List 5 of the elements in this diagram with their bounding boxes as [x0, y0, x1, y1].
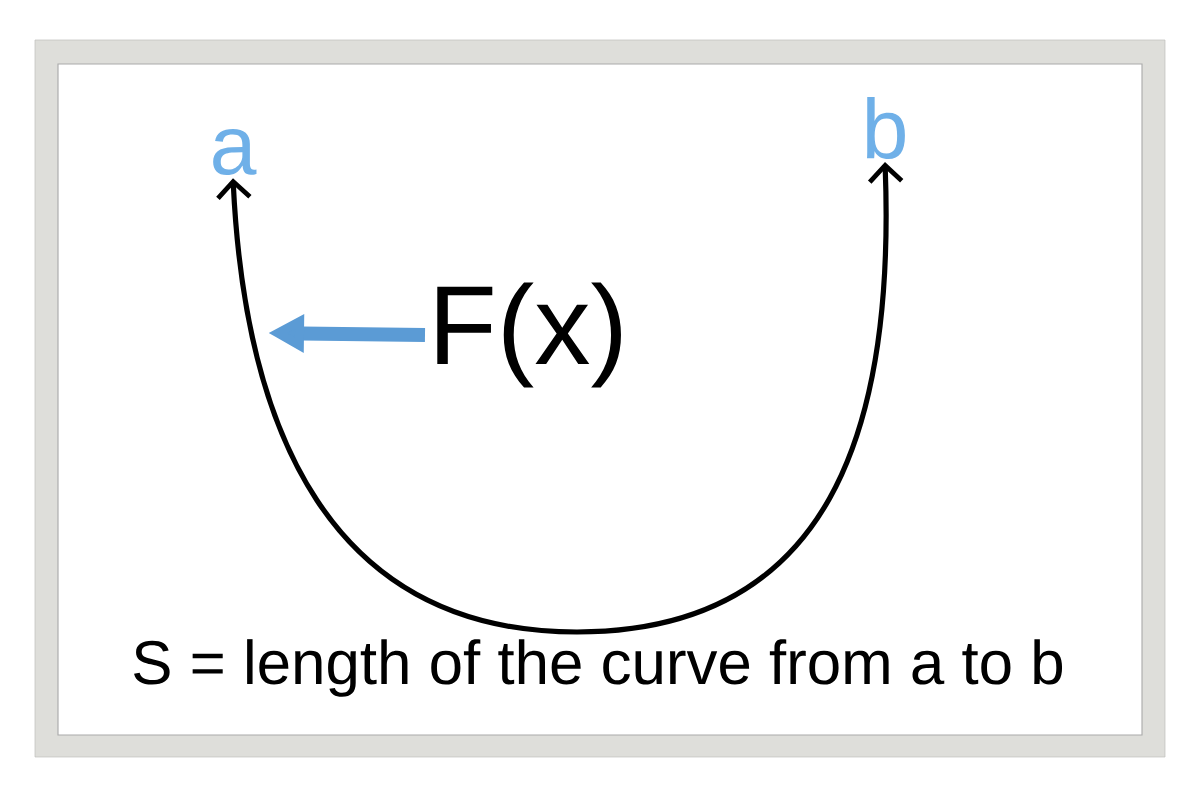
caption-text: S = length of the curve from a to b — [134, 639, 1063, 697]
variable-label: b — [867, 97, 905, 159]
curve-arrow — [216, 162, 904, 635]
variable-label: a — [213, 128, 257, 176]
variable-label: F(x) — [437, 282, 621, 388]
